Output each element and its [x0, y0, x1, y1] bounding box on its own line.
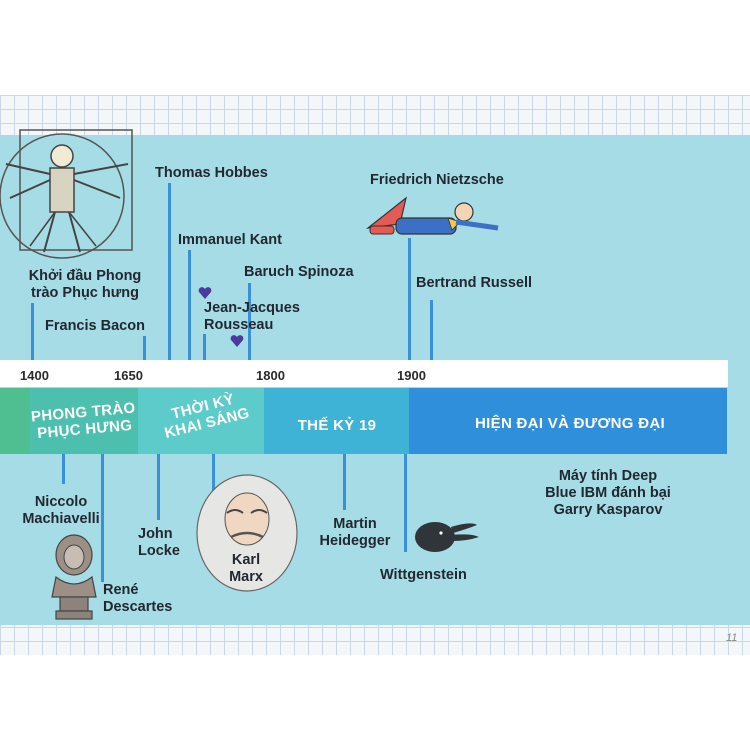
- year-bar: [0, 360, 728, 387]
- label-martin-heidegger: Martin Heidegger: [319, 516, 391, 549]
- year-label: 1800: [256, 368, 285, 383]
- label-renaissance-start: Khởi đầu Phong trào Phục hưng: [28, 268, 142, 301]
- marx-portrait-icon: [196, 474, 298, 592]
- label-descartes: René Descartes: [103, 582, 173, 615]
- label-machiavelli: Niccolo Machiavelli: [22, 494, 100, 527]
- era-band-modern: [409, 388, 727, 454]
- tick-hobbes: [168, 183, 171, 360]
- label-francis-bacon: Francis Bacon: [45, 318, 145, 334]
- label-bertrand-russell: Bertrand Russell: [416, 275, 533, 291]
- year-label: 1650: [114, 368, 143, 383]
- tick-russell: [430, 300, 433, 360]
- tick-renaissance: [31, 303, 34, 360]
- era-band-renaissance: [0, 388, 30, 454]
- label-baruch-spinoza: Baruch Spinoza: [244, 264, 354, 280]
- tick-wittgenstein: [404, 454, 407, 552]
- tick-marx: [212, 454, 215, 502]
- duck-rabbit-icon: [415, 522, 479, 552]
- tick-locke: [157, 454, 160, 520]
- superman-nietzsche-icon: [365, 196, 499, 235]
- tick-machiavelli: [62, 454, 65, 484]
- tick-bacon: [143, 336, 146, 360]
- descartes-bust-icon: [51, 534, 97, 620]
- year-label: 1900: [397, 368, 426, 383]
- tick-rousseau: [203, 334, 206, 360]
- era-band-19th-century: [264, 388, 409, 454]
- year-label: 1400: [20, 368, 49, 383]
- label-deep-blue: Máy tính Deep Blue IBM đánh bại Garry Ka…: [545, 468, 671, 518]
- label-thomas-hobbes: Thomas Hobbes: [155, 165, 268, 181]
- label-nietzsche: Friedrich Nietzsche: [370, 172, 504, 188]
- label-karl-marx: Karl Marx: [229, 552, 263, 585]
- page-number: 11: [726, 632, 738, 644]
- era-band-enlightenment: [138, 388, 264, 454]
- label-rousseau: Jean-Jacques Rousseau: [204, 300, 300, 333]
- heart-icon: [230, 335, 244, 347]
- tick-spinoza: [248, 283, 251, 360]
- tick-nietzsche: [408, 238, 411, 360]
- label-john-locke: John Locke: [138, 526, 180, 559]
- heart-icon: [198, 287, 212, 299]
- tick-descartes: [101, 454, 104, 582]
- vitruvian-man-icon: [0, 129, 133, 259]
- tick-heidegger: [343, 454, 346, 510]
- label-wittgenstein: Wittgenstein: [380, 567, 467, 583]
- era-band-renaissance: [30, 388, 138, 454]
- label-immanuel-kant: Immanuel Kant: [178, 232, 282, 248]
- era-label-modern: HIỆN ĐẠI VÀ ĐƯƠNG ĐẠI: [475, 415, 665, 432]
- era-label-19th-century: THẾ KỶ 19: [297, 417, 377, 434]
- tick-kant: [188, 250, 191, 360]
